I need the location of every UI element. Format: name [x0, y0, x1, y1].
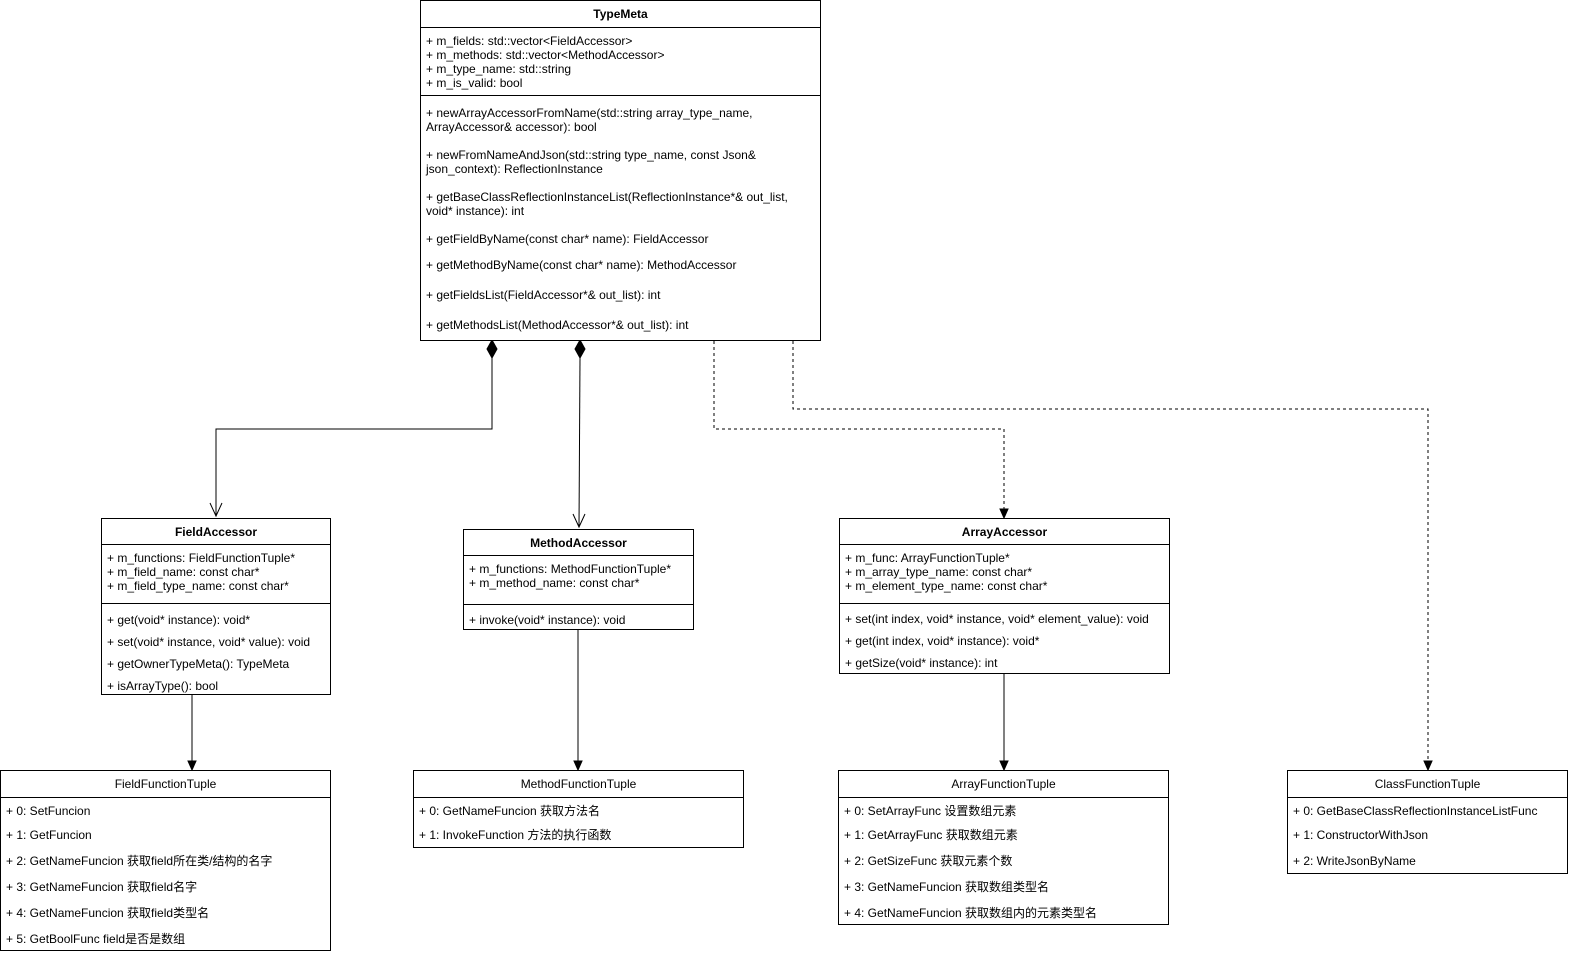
class-function-tuple-items: + 0: GetBaseClassReflectionInstanceListF… [1288, 798, 1567, 873]
class-function-tuple-class: ClassFunctionTuple + 0: GetBaseClassRefl… [1287, 770, 1568, 874]
array-function-tuple-item: + 3: GetNameFuncion 获取数组类型名 [844, 880, 1050, 894]
field-function-tuple-item: + 3: GetNameFuncion 获取field名字 [6, 880, 198, 894]
field-function-tuple-item: + 4: GetNameFuncion 获取field类型名 [6, 906, 210, 920]
array-function-tuple-items: + 0: SetArrayFunc 设置数组元素 + 1: GetArrayFu… [839, 798, 1168, 924]
class-function-tuple-title: ClassFunctionTuple [1288, 771, 1567, 798]
field-accessor-class: FieldAccessor + m_functions: FieldFuncti… [101, 518, 331, 695]
field-accessor-method: + set(void* instance, void* value): void [107, 635, 311, 649]
class-function-tuple-item: + 1: ConstructorWithJson [1293, 828, 1429, 842]
method-accessor-methods: + invoke(void* instance): void [464, 605, 693, 629]
method-accessor-title: MethodAccessor [464, 530, 693, 556]
field-function-tuple-item: + 2: GetNameFuncion 获取field所在类/结构的名字 [6, 854, 273, 868]
method-accessor-field: + m_method_name: const char* [469, 576, 640, 590]
field-function-tuple-item: + 5: GetBoolFunc field是否是数组 [6, 932, 186, 946]
type-meta-class: TypeMeta + m_fields: std::vector<FieldAc… [420, 0, 821, 341]
array-accessor-method: + set(int index, void* instance, void* e… [845, 612, 1149, 626]
type-meta-title: TypeMeta [421, 1, 820, 28]
method-function-tuple-class: MethodFunctionTuple + 0: GetNameFuncion … [413, 770, 744, 848]
array-accessor-method: + getSize(void* instance): int [845, 656, 998, 670]
array-function-tuple-item: + 4: GetNameFuncion 获取数组内的元素类型名 [844, 906, 1098, 920]
type-meta-method: + getBaseClassReflectionInstanceList(Ref… [426, 190, 788, 218]
array-accessor-methods: + set(int index, void* instance, void* e… [840, 604, 1169, 673]
association-link-field-function-tuple [187, 695, 197, 772]
field-accessor-field: + m_functions: FieldFunctionTuple* [107, 551, 295, 565]
field-function-tuple-item: + 1: GetFuncion [6, 828, 92, 842]
type-meta-method: + newFromNameAndJson(std::string type_na… [426, 148, 756, 176]
array-accessor-fields: + m_func: ArrayFunctionTuple* + m_array_… [840, 545, 1169, 604]
method-function-tuple-items: + 0: GetNameFuncion 获取方法名 + 1: InvokeFun… [414, 798, 743, 847]
type-meta-method: + getFieldsList(FieldAccessor*& out_list… [426, 288, 661, 302]
field-accessor-fields: + m_functions: FieldFunctionTuple* + m_f… [102, 545, 330, 604]
composition-link-field-accessor [209, 338, 498, 518]
array-accessor-field: + m_array_type_name: const char* [845, 565, 1033, 579]
array-accessor-method: + get(int index, void* instance): void* [845, 634, 1040, 648]
method-accessor-field: + m_functions: MethodFunctionTuple* [469, 562, 672, 576]
type-meta-method: + newArrayAccessorFromName(std::string a… [426, 106, 753, 134]
type-meta-field: + m_fields: std::vector<FieldAccessor> [426, 34, 633, 48]
method-accessor-class: MethodAccessor + m_functions: MethodFunc… [463, 529, 694, 630]
array-function-tuple-item: + 2: GetSizeFunc 获取元素个数 [844, 854, 1013, 868]
association-link-array-function-tuple [999, 674, 1009, 772]
type-meta-field: + m_is_valid: bool [426, 76, 523, 90]
field-function-tuple-title: FieldFunctionTuple [1, 771, 330, 798]
field-accessor-method: + getOwnerTypeMeta(): TypeMeta [107, 657, 290, 671]
method-function-tuple-item: + 0: GetNameFuncion 获取方法名 [419, 804, 601, 818]
method-accessor-fields: + m_functions: MethodFunctionTuple* + m_… [464, 556, 693, 605]
type-meta-fields: + m_fields: std::vector<FieldAccessor> +… [421, 28, 820, 96]
method-function-tuple-item: + 1: InvokeFunction 方法的执行函数 [419, 828, 612, 842]
type-meta-methods: + newArrayAccessorFromName(std::string a… [421, 96, 820, 340]
type-meta-method: + getFieldByName(const char* name): Fiel… [426, 232, 709, 246]
field-accessor-method: + get(void* instance): void* [107, 613, 251, 627]
array-accessor-field: + m_element_type_name: const char* [845, 579, 1048, 593]
type-meta-field: + m_methods: std::vector<MethodAccessor> [426, 48, 665, 62]
field-function-tuple-item: + 0: SetFuncion [6, 804, 91, 818]
field-function-tuple-class: FieldFunctionTuple + 0: SetFuncion + 1: … [0, 770, 331, 951]
dependency-link-array-accessor [713, 341, 1009, 520]
array-accessor-class: ArrayAccessor + m_func: ArrayFunctionTup… [839, 518, 1170, 674]
field-accessor-method: + isArrayType(): bool [107, 679, 219, 693]
array-function-tuple-title: ArrayFunctionTuple [839, 771, 1168, 798]
type-meta-field: + m_type_name: std::string [426, 62, 572, 76]
type-meta-method: + getMethodByName(const char* name): Met… [426, 258, 737, 272]
field-accessor-methods: + get(void* instance): void* + set(void*… [102, 604, 330, 694]
method-function-tuple-title: MethodFunctionTuple [414, 771, 743, 798]
class-function-tuple-item: + 0: GetBaseClassReflectionInstanceListF… [1293, 804, 1538, 818]
array-accessor-title: ArrayAccessor [840, 519, 1169, 545]
method-accessor-method: + invoke(void* instance): void [469, 613, 626, 627]
type-meta-method: + getMethodsList(MethodAccessor*& out_li… [426, 318, 689, 332]
field-accessor-field: + m_field_name: const char* [107, 565, 260, 579]
array-function-tuple-class: ArrayFunctionTuple + 0: SetArrayFunc 设置数… [838, 770, 1169, 925]
association-link-method-function-tuple [573, 630, 583, 772]
field-function-tuple-items: + 0: SetFuncion + 1: GetFuncion + 2: Get… [1, 798, 330, 950]
array-accessor-field: + m_func: ArrayFunctionTuple* [845, 551, 1010, 565]
array-function-tuple-item: + 1: GetArrayFunc 获取数组元素 [844, 828, 1018, 842]
class-function-tuple-item: + 2: WriteJsonByName [1293, 854, 1416, 868]
field-accessor-field: + m_field_type_name: const char* [107, 579, 289, 593]
dependency-link-class-function-tuple [792, 341, 1433, 772]
array-function-tuple-item: + 0: SetArrayFunc 设置数组元素 [844, 804, 1017, 818]
field-accessor-title: FieldAccessor [102, 519, 330, 545]
composition-link-method-accessor [572, 338, 586, 529]
